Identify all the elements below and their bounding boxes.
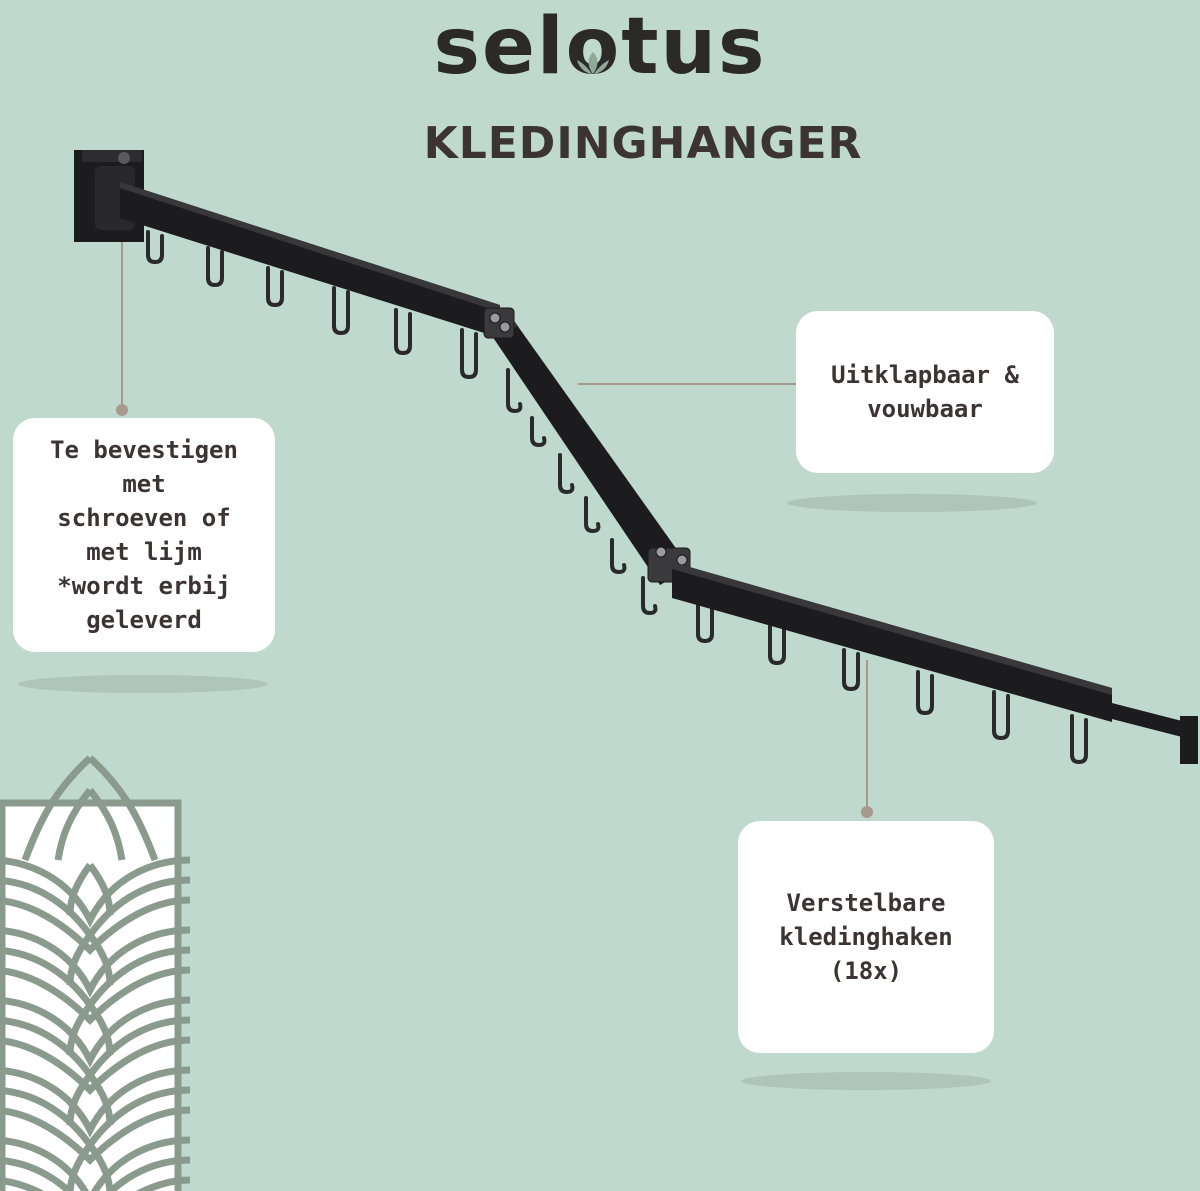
clothes-rack [74, 150, 1198, 765]
product-title: KLEDINGHANGER [423, 118, 863, 169]
callout-anchor-dot [116, 404, 128, 416]
callout-foldable: Uitklapbaar & vouwbaar [796, 311, 1054, 473]
end-cap [1180, 716, 1198, 764]
brand-name-part: sel [433, 2, 566, 92]
screw-hole-icon [118, 152, 130, 164]
brand-name-part: tus [621, 2, 767, 92]
brand-o-with-lotus: o [566, 8, 622, 86]
leader-lines [121, 235, 868, 812]
lotus-icon [577, 52, 610, 74]
brand-name-o: o [565, 2, 622, 92]
callout-anchor-dot [861, 806, 873, 818]
callout-hooks: Verstelbare kledinghaken (18x) [738, 821, 994, 1053]
hinge-joint [483, 307, 515, 339]
leaf-pattern-decoration [0, 755, 190, 1191]
callout-mounting: Te bevestigen met schroeven of met lijm … [13, 418, 275, 652]
